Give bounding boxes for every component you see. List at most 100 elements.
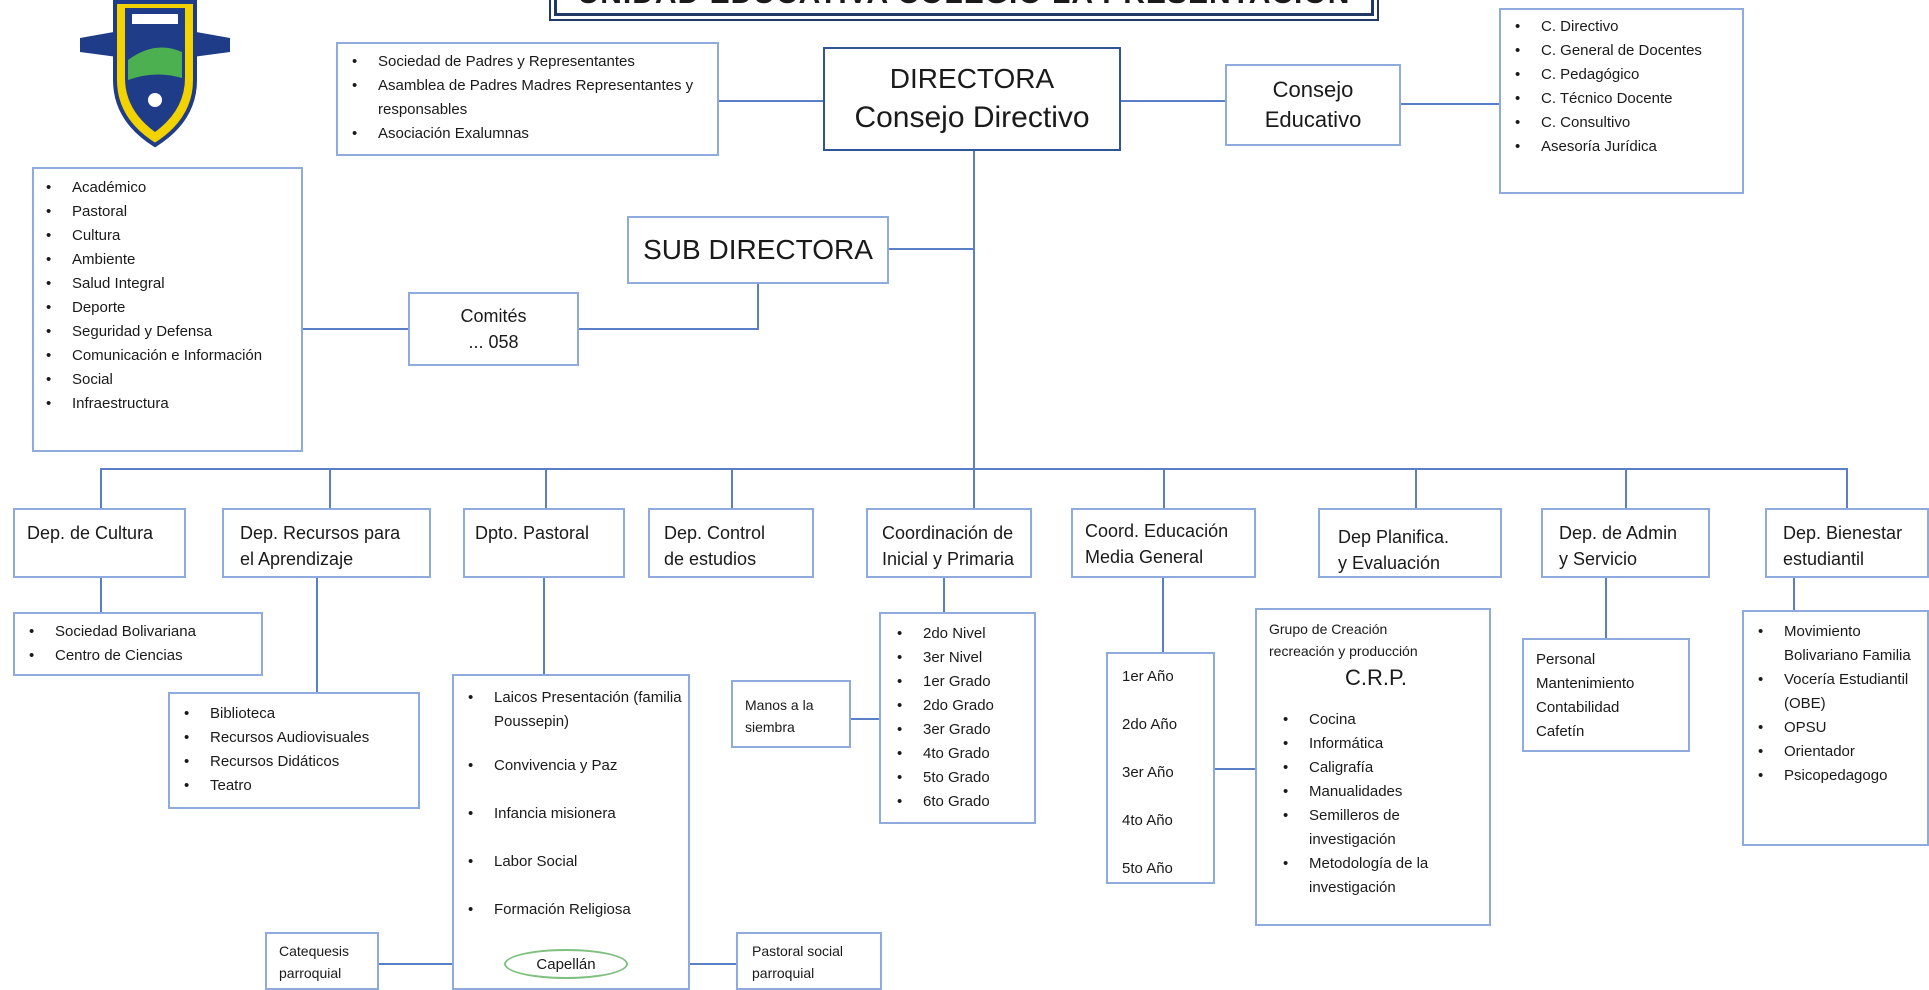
dept-planificacion: Dep Planifica. y Evaluación xyxy=(1318,508,1502,578)
line-sub-directora xyxy=(888,248,974,250)
manos-line2: siembra xyxy=(745,719,795,735)
consejo-educativo-line2: Educativo xyxy=(1264,107,1362,132)
dept-label: Dep. Bienestar xyxy=(1783,523,1903,543)
consejo-educativo-box: Consejo Educativo xyxy=(1225,64,1401,146)
dept-label: Coord. Educación xyxy=(1085,521,1229,541)
list-item: Sociedad de Padres y Representantes xyxy=(352,50,711,74)
line-pastoral-list xyxy=(543,578,545,674)
list-item: 2do Grado xyxy=(897,694,1034,718)
cultura-list-box: Sociedad Bolivariana Centro de Ciencias xyxy=(13,612,263,676)
drop-3 xyxy=(545,468,547,508)
dept-label: Coordinación de xyxy=(882,523,1014,543)
line-media-anios xyxy=(1162,578,1164,652)
recursos-list-box: Biblioteca Recursos Audiovisuales Recurs… xyxy=(168,692,420,809)
catequesis-line2: parroquial xyxy=(279,965,342,981)
list-item: Metodología de la investigación xyxy=(1283,852,1483,900)
comites-list-box: Académico Pastoral Cultura Ambiente Salu… xyxy=(32,167,303,452)
list-item: Personal xyxy=(1536,651,1596,668)
dept-label: y Evaluación xyxy=(1338,553,1441,573)
capellan-oval: Capellán xyxy=(504,949,628,979)
pastoral-social-line2: parroquial xyxy=(752,965,815,981)
list-item: C. Técnico Docente xyxy=(1515,87,1738,111)
list-item: Vocería Estudiantil (OBE) xyxy=(1758,668,1923,716)
line-comites-list xyxy=(302,328,408,330)
directora-title: DIRECTORA xyxy=(889,63,1055,94)
list-item: Recursos Audiovisuales xyxy=(184,726,418,750)
manos-siembra-box: Manos a la siembra xyxy=(731,680,851,748)
list-item: 3er Año xyxy=(1122,764,1174,781)
list-item: Psicopedagogo xyxy=(1758,764,1923,788)
drop-8 xyxy=(1625,468,1627,508)
dept-label: de estudios xyxy=(664,549,757,569)
bienestar-list-box: Movimiento Bolivariano Familia Vocería E… xyxy=(1742,610,1929,846)
list-item: Manualidades xyxy=(1283,780,1483,804)
parents-associations-box: Sociedad de Padres y Representantes Asam… xyxy=(336,42,719,156)
sub-directora-title: SUB DIRECTORA xyxy=(643,234,873,265)
page-title: UNIDAD EDUCATIVA COLEGIO LA PRESENTACIÓN xyxy=(549,0,1379,21)
list-item: Asesoría Jurídica xyxy=(1515,135,1738,159)
admin-servicio-list-box: Personal Mantenimiento Contabilidad Cafe… xyxy=(1522,638,1690,752)
anios-list-box: 1er Año 2do Año 3er Año 4to Año 5to Año xyxy=(1106,652,1215,884)
list-item: Convivencia y Paz xyxy=(468,754,682,778)
line-parents-directora xyxy=(718,100,823,102)
dept-admin-servicio: Dep. de Admin y Servicio xyxy=(1541,508,1710,578)
dept-bienestar: Dep. Bienestar estudiantil xyxy=(1765,508,1929,578)
consejos-list-box: C. Directivo C. General de Docentes C. P… xyxy=(1499,8,1744,194)
list-item: Ambiente xyxy=(46,248,297,272)
comites-box: Comités ... 058 xyxy=(408,292,579,366)
dept-label: Dep. Control xyxy=(664,523,766,543)
list-item: 1er Año xyxy=(1122,668,1174,685)
dept-label: Inicial y Primaria xyxy=(882,549,1015,569)
line-manos-inicial xyxy=(850,718,880,720)
directora-subtitle: Consejo Directivo xyxy=(854,101,1090,134)
drop-9 xyxy=(1846,468,1848,508)
list-item: Asociación Exalumnas xyxy=(352,122,711,146)
list-item: Labor Social xyxy=(468,850,682,874)
list-item: C. General de Docentes xyxy=(1515,39,1738,63)
list-item: Contabilidad xyxy=(1536,699,1620,716)
list-item: 4to Grado xyxy=(897,742,1034,766)
list-item: 5to Grado xyxy=(897,766,1034,790)
list-item: Mantenimiento xyxy=(1536,675,1635,692)
list-item: C. Consultivo xyxy=(1515,111,1738,135)
list-item: Deporte xyxy=(46,296,297,320)
dept-label: Dep. de Cultura xyxy=(27,523,154,543)
catequesis-line1: Catequesis xyxy=(279,943,350,959)
comites-line1: Comités xyxy=(460,306,527,326)
directora-box: DIRECTORA Consejo Directivo xyxy=(823,47,1121,151)
list-item: 2do Nivel xyxy=(897,622,1034,646)
dept-control-estudios: Dep. Control de estudios xyxy=(648,508,814,578)
line-sub-comites-h xyxy=(578,328,758,330)
list-item: Asamblea de Padres Madres Representantes… xyxy=(352,74,711,122)
list-item: Orientador xyxy=(1758,740,1923,764)
line-recursos-list xyxy=(316,578,318,692)
dept-label: el Aprendizaje xyxy=(240,549,354,569)
school-crest-logo xyxy=(80,0,230,148)
pastoral-social-box: Pastoral social parroquial xyxy=(736,932,882,990)
list-item: 3er Grado xyxy=(897,718,1034,742)
dept-label: y Servicio xyxy=(1559,549,1638,569)
list-item: Salud Integral xyxy=(46,272,297,296)
list-item: Sociedad Bolivariana xyxy=(29,620,261,644)
list-item: 3er Nivel xyxy=(897,646,1034,670)
dept-label: estudiantil xyxy=(1783,549,1865,569)
line-catequesis-capellan xyxy=(378,963,506,965)
comites-line2: ... 058 xyxy=(468,332,519,352)
crp-acronym: C.R.P. xyxy=(1345,665,1407,690)
list-item: Social xyxy=(46,368,297,392)
crp-title-line2: recreación y producción xyxy=(1269,643,1418,659)
list-item: Cocina xyxy=(1283,708,1483,732)
list-item: 1er Grado xyxy=(897,670,1034,694)
line-cultura-list xyxy=(100,578,102,612)
list-item: Teatro xyxy=(184,774,418,798)
list-item: Formación Religiosa xyxy=(468,898,682,922)
list-item: C. Pedagógico xyxy=(1515,63,1738,87)
list-item: Caligrafía xyxy=(1283,756,1483,780)
line-bienestar-list xyxy=(1793,578,1795,610)
catequesis-box: Catequesis parroquial xyxy=(265,932,379,990)
line-consejo-list xyxy=(1400,103,1500,105)
list-item: Movimiento Bolivariano Familia xyxy=(1758,620,1923,668)
list-item: Infraestructura xyxy=(46,392,297,416)
dept-recursos: Dep. Recursos para el Aprendizaje xyxy=(222,508,431,578)
drop-1 xyxy=(100,468,102,508)
